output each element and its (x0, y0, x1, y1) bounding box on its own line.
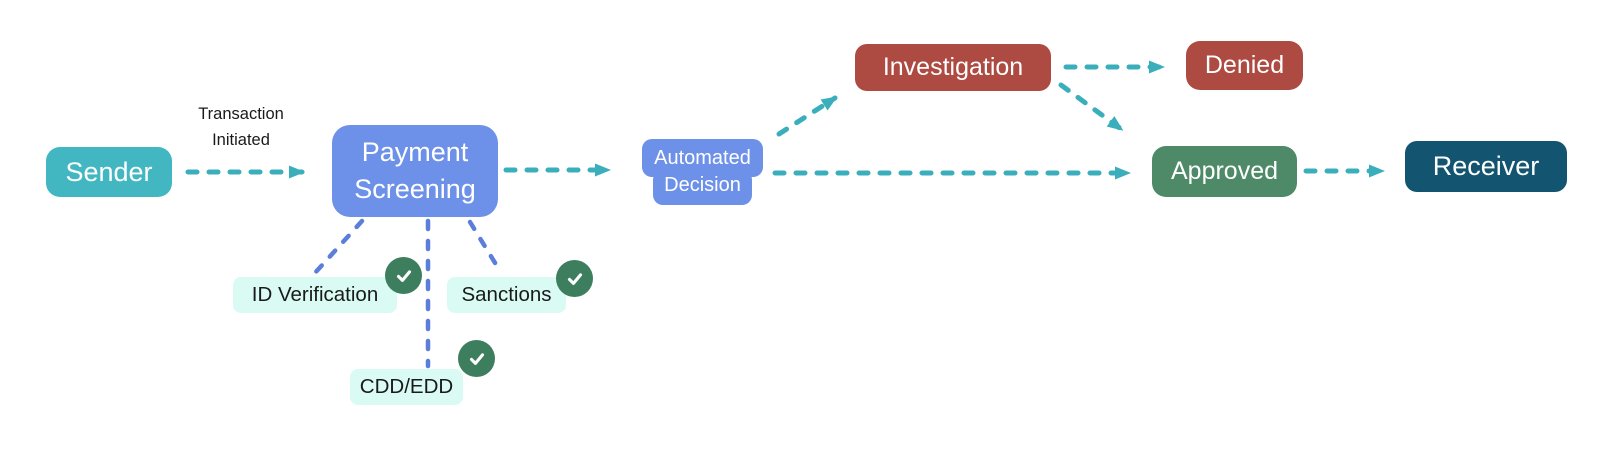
node-payment-screening-line2: Screening (354, 174, 476, 204)
node-automated-decision-line2: Decision (653, 170, 752, 205)
check-chip-cdd-edd-label: CDD/EDD (359, 375, 454, 398)
transaction-initiated-line2: Initiated (212, 130, 270, 149)
node-denied-label: Denied (1204, 51, 1285, 79)
check-icon (385, 257, 422, 294)
transaction-initiated-line1: Transaction (198, 105, 284, 123)
node-investigation: Investigation (855, 44, 1051, 91)
check-chip-id-verification-label: ID Verification (251, 283, 379, 306)
node-approved: Approved (1152, 146, 1297, 197)
edge-screening-to-sanctions (467, 219, 503, 274)
node-receiver-label: Receiver (1432, 151, 1540, 181)
node-payment-screening: Payment Screening (332, 125, 498, 217)
transaction-initiated-label: Transaction Initiated (178, 102, 304, 153)
check-chip-id-verification: ID Verification (233, 277, 397, 313)
check-chip-sanctions-label: Sanctions (461, 283, 552, 306)
check-icon (556, 260, 593, 297)
node-sender-label: Sender (65, 156, 153, 187)
check-icon (458, 340, 495, 377)
node-payment-screening-line1: Payment (361, 136, 469, 167)
node-approved-label: Approved (1170, 157, 1279, 185)
check-chip-cdd-edd: CDD/EDD (350, 369, 463, 405)
edge-investigation-to-approved (1058, 82, 1124, 132)
edge-decision-to-investigation (776, 95, 838, 137)
node-receiver: Receiver (1405, 141, 1567, 192)
node-automated-decision: Automated Decision (630, 139, 775, 205)
node-denied: Denied (1186, 41, 1303, 90)
check-chip-sanctions: Sanctions (447, 277, 566, 313)
node-investigation-label: Investigation (882, 53, 1024, 81)
edge-screening-to-id-verification (311, 218, 365, 277)
node-sender: Sender (46, 147, 172, 197)
